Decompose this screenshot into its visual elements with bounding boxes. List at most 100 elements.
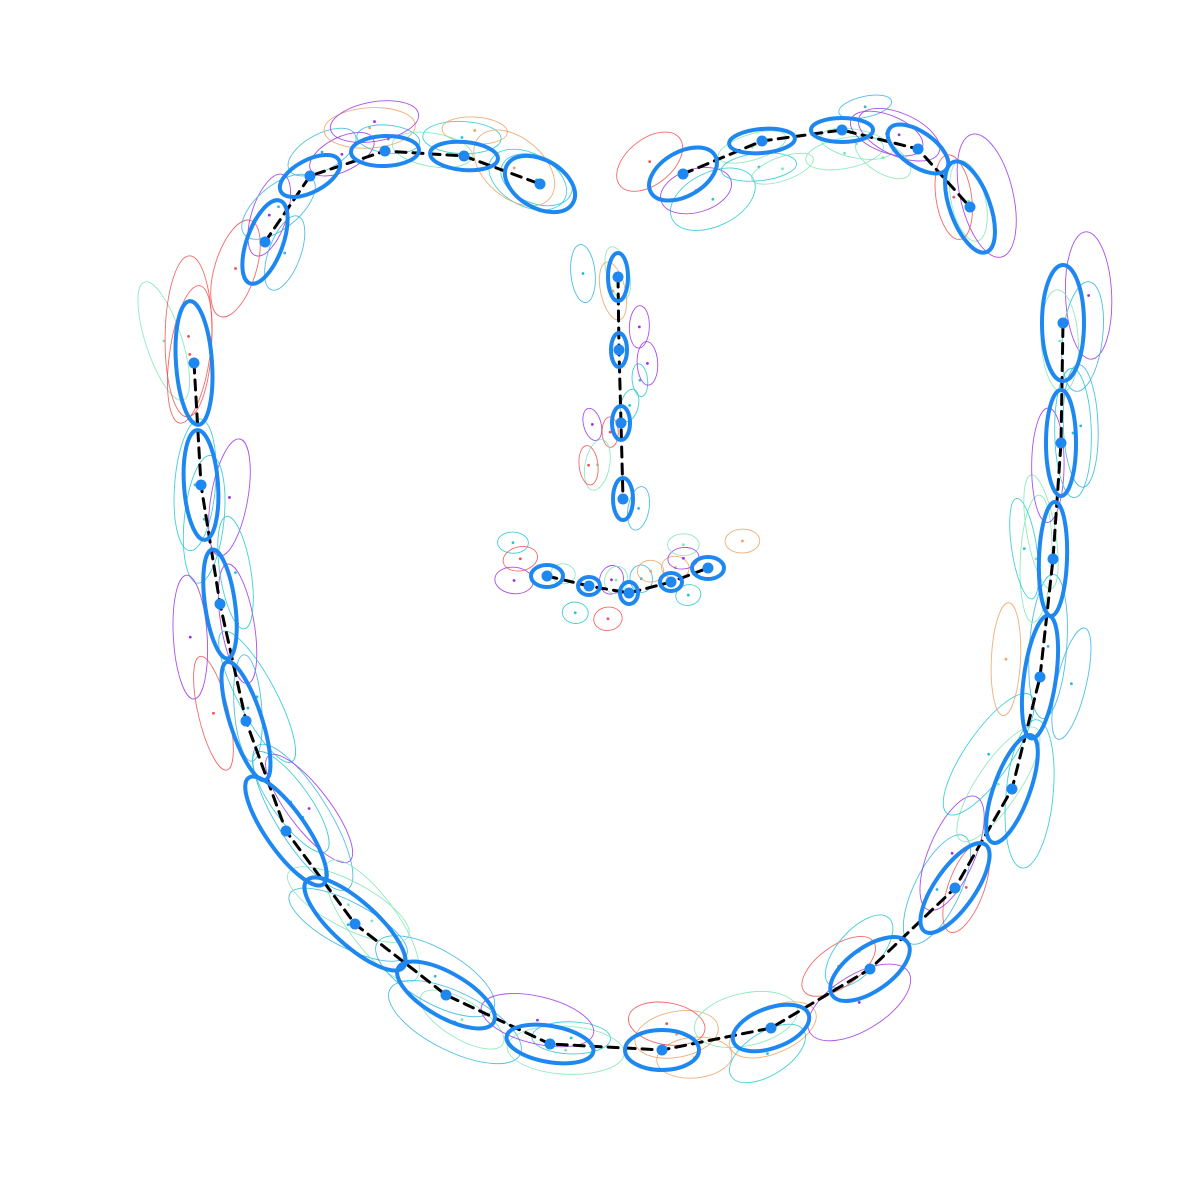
ghost-point: [1079, 424, 1083, 428]
main-point: [656, 1044, 668, 1056]
main-ellipse: [809, 116, 875, 144]
ghost-point: [781, 167, 784, 171]
ghost-ellipse: [329, 100, 420, 143]
main-ellipse: [943, 159, 997, 255]
main-ellipse: [918, 841, 992, 935]
main-ellipse: [504, 1022, 596, 1066]
main-point: [612, 271, 624, 283]
ghost-point: [1087, 294, 1090, 297]
ghost-point: [346, 923, 350, 927]
main-point: [617, 493, 629, 505]
ghost-point: [935, 888, 939, 891]
ghost-ellipse: [252, 751, 330, 853]
ghost-point: [187, 335, 190, 338]
ghost-ellipse: [210, 219, 261, 318]
ghost-ellipse: [956, 726, 1041, 843]
ghost-ellipse: [391, 131, 473, 169]
ghost-point: [590, 422, 594, 426]
ghost-ellipse: [473, 129, 556, 207]
main-ellipse: [277, 153, 343, 199]
main-ellipse: [201, 547, 239, 661]
main-point: [349, 918, 361, 930]
main-point: [280, 825, 292, 837]
main-point: [1034, 671, 1046, 683]
ghost-point: [863, 105, 867, 109]
ghost-ellipse: [233, 654, 263, 762]
ghost-point: [681, 543, 685, 547]
main-ellipse: [623, 1028, 701, 1072]
ghost-ellipse: [942, 692, 1035, 816]
ghost-ellipse: [857, 108, 941, 162]
ghost-ellipse: [419, 989, 505, 1050]
ghost-ellipse: [724, 528, 761, 554]
ghost-point: [234, 267, 237, 270]
ghost-point: [277, 205, 280, 209]
ghost-point: [460, 136, 464, 139]
ghost-ellipse: [601, 416, 619, 448]
main-point: [964, 201, 976, 213]
ghost-point: [628, 403, 631, 407]
ghost-ellipse: [805, 136, 884, 171]
ghost-point: [373, 120, 376, 123]
ghost-ellipse: [550, 563, 576, 585]
main-ellipse: [609, 331, 629, 369]
ghost-point: [564, 1048, 568, 1052]
ghost-ellipse: [583, 439, 611, 491]
ghost-point: [512, 579, 516, 582]
dashed-path-vertical-stem: [616, 275, 625, 501]
ghost-ellipse: [628, 305, 650, 349]
ghost-ellipse: [1004, 719, 1055, 869]
ghost-ellipse: [675, 584, 702, 606]
main-point: [583, 580, 595, 592]
main-point: [195, 479, 207, 491]
ghost-point: [512, 166, 516, 170]
ghost-ellipse: [693, 991, 798, 1048]
ghost-ellipse: [582, 407, 603, 441]
ghost-point: [1046, 645, 1050, 648]
ghost-point: [587, 463, 590, 467]
ghost-point: [682, 556, 685, 560]
main-point: [912, 143, 924, 155]
main-ellipse: [395, 959, 497, 1031]
ghost-ellipse: [323, 107, 416, 149]
main-ellipse: [1040, 263, 1086, 383]
main-ellipse: [1044, 388, 1078, 498]
main-point: [214, 598, 226, 610]
ghost-point: [952, 195, 956, 199]
ghost-ellipse: [1054, 367, 1092, 499]
ghost-point: [950, 851, 954, 855]
ghost-ellipse: [173, 418, 217, 552]
main-ellipses-layer: [173, 116, 1086, 1072]
main-point: [949, 882, 961, 894]
main-ellipse: [240, 198, 290, 286]
ghost-point: [368, 126, 372, 130]
main-point: [864, 963, 876, 975]
ghost-point: [857, 1001, 861, 1004]
main-point: [702, 562, 714, 574]
ghost-ellipse: [631, 363, 649, 397]
ghost-point: [267, 213, 271, 217]
main-ellipse: [828, 935, 912, 1003]
ghost-point: [581, 272, 585, 275]
ghost-point: [188, 353, 192, 356]
main-point: [534, 178, 546, 190]
ghost-point: [610, 578, 613, 582]
main-ellipse: [727, 126, 797, 156]
ghost-ellipse: [956, 133, 1017, 258]
ghost-point: [637, 325, 641, 329]
ghost-point: [897, 133, 901, 137]
ghost-point: [711, 197, 715, 201]
ghost-point: [608, 430, 612, 434]
ghost-point: [881, 156, 885, 160]
main-ellipse: [984, 733, 1040, 845]
main-point: [304, 170, 316, 182]
ghost-point: [283, 251, 287, 255]
main-point: [765, 1022, 777, 1034]
main-point: [677, 168, 689, 180]
ghost-ellipse: [570, 244, 596, 303]
ghost-ellipse: [838, 94, 892, 119]
main-point: [541, 570, 553, 582]
ghost-ellipse: [286, 866, 410, 943]
ghost-point: [1004, 657, 1008, 661]
main-point: [1057, 317, 1069, 329]
